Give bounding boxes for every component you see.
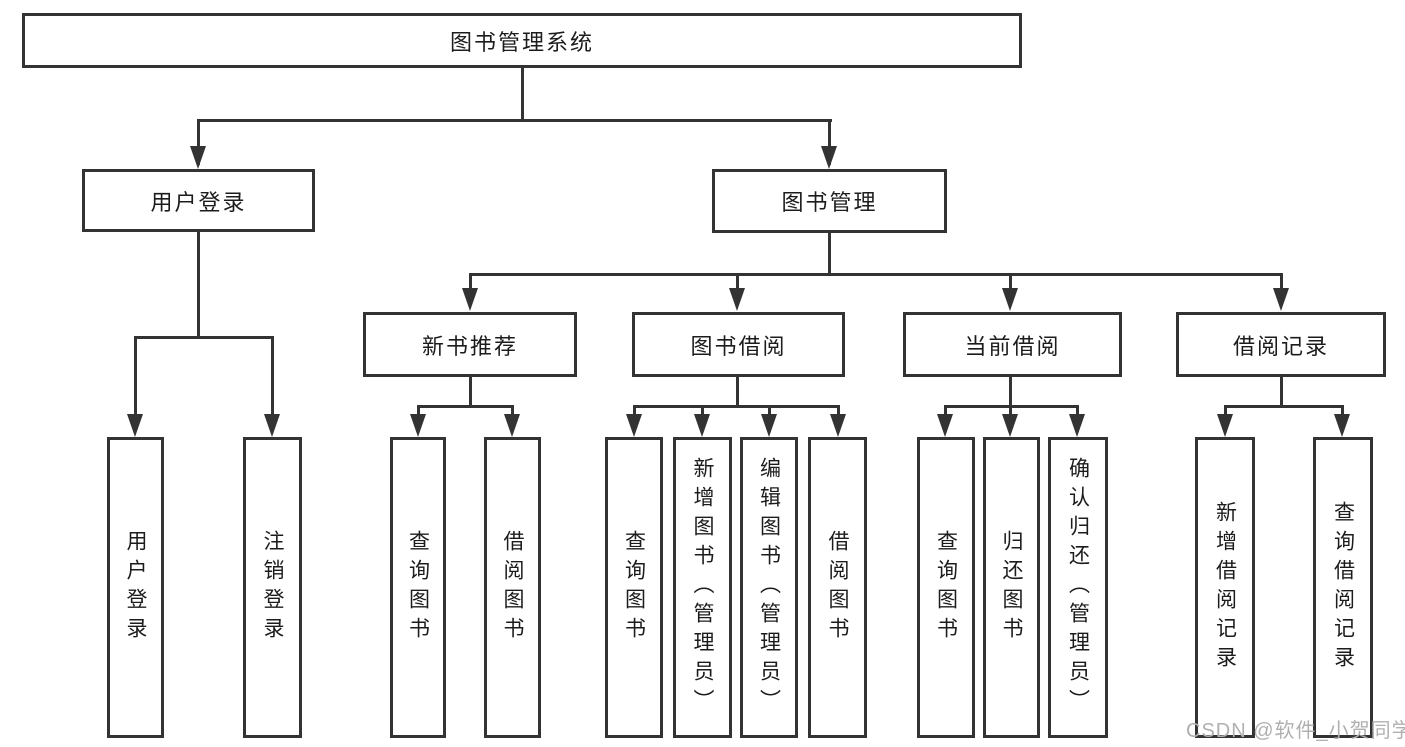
arrowhead-user-login [190, 146, 206, 169]
connector-book-mgmt-arm-3 [1009, 273, 1012, 295]
connector-book-borrow-arm-3 [768, 405, 771, 419]
connector-borrow-record-stem [1280, 377, 1283, 408]
node-new-book-recommend: 新书推荐 [363, 312, 577, 377]
leaf-bb-edit-books-admin: 编辑图书（管理员） [740, 437, 798, 738]
leaf-bb-add-books-admin: 新增图书（管理员） [673, 437, 732, 738]
node-book-management: 图书管理 [712, 169, 947, 233]
connector-user-login-arm-2 [271, 336, 274, 416]
leaf-label: 查询图书 [406, 529, 430, 646]
node-library-management-system: 图书管理系统 [22, 13, 1022, 68]
leaf-br-query-record: 查询借阅记录 [1313, 437, 1373, 738]
leaf-label: 归还图书 [1000, 529, 1023, 646]
leaf-bb-query-books: 查询图书 [605, 437, 663, 738]
arrowhead-leaf-user-login [127, 414, 143, 437]
connector-user-login-bus [134, 336, 274, 339]
connector-borrow-record-arm-1 [1224, 405, 1227, 419]
arrowhead-new-book [462, 288, 478, 311]
node-borrow-record: 借阅记录 [1176, 312, 1386, 377]
arrowhead-bb-borrow [830, 414, 846, 437]
leaf-nb-query-books: 查询图书 [390, 437, 446, 738]
leaf-bb-borrow-books: 借阅图书 [808, 437, 867, 738]
arrowhead-cb-confirm [1069, 414, 1085, 437]
connector-borrow-record-arm-2 [1341, 405, 1344, 419]
connector-book-mgmt-bus [469, 273, 1283, 276]
connector-current-borrow-arm-2 [1009, 405, 1012, 419]
csdn-watermark: CSDN @软件_小贺同学 [1186, 720, 1405, 742]
leaf-logout: 注销登录 [243, 437, 302, 738]
leaf-nb-borrow-books: 借阅图书 [484, 437, 541, 738]
connector-book-mgmt-arm-4 [1280, 273, 1283, 295]
leaf-label: 确认归还（管理员） [1066, 457, 1090, 718]
leaf-cb-confirm-return-admin: 确认归还（管理员） [1048, 437, 1108, 738]
arrowhead-nb-query [410, 414, 426, 437]
connector-new-book-bus [417, 405, 514, 408]
leaf-label: 注销登录 [261, 529, 284, 646]
arrowhead-cb-query [937, 414, 953, 437]
connector-root-bus [197, 119, 832, 122]
arrowhead-bb-add [694, 414, 710, 437]
arrowhead-cb-return [1002, 414, 1018, 437]
arrowhead-leaf-logout [264, 414, 280, 437]
connector-book-borrow-stem [736, 377, 739, 408]
connector-current-borrow-arm-3 [1076, 405, 1079, 419]
leaf-label: 编辑图书（管理员） [757, 457, 781, 718]
node-label: 图书管理 [781, 190, 878, 215]
arrowhead-book-borrow [729, 288, 745, 311]
leaf-label: 借阅图书 [501, 529, 524, 646]
leaf-cb-query-books: 查询图书 [917, 437, 975, 738]
connector-book-mgmt-arm-1 [469, 273, 472, 295]
arrowhead-br-add [1217, 414, 1233, 437]
connector-borrow-record-bus [1224, 405, 1344, 408]
leaf-label: 查询图书 [934, 529, 958, 646]
connector-book-borrow-arm-2 [701, 405, 704, 419]
connector-book-borrow-arm-1 [633, 405, 636, 419]
connector-book-borrow-arm-4 [837, 405, 840, 419]
leaf-user-login: 用户登录 [107, 437, 164, 738]
arrowhead-book-management [821, 146, 837, 169]
leaf-label: 新增图书（管理员） [691, 457, 714, 718]
arrowhead-current-borrow [1002, 288, 1018, 311]
arrowhead-nb-borrow [504, 414, 520, 437]
connector-book-mgmt-stem [828, 233, 831, 276]
connector-new-book-arm-2 [511, 405, 514, 419]
leaf-label: 借阅图书 [826, 529, 849, 646]
node-label: 用户登录 [150, 189, 247, 215]
node-label: 当前借阅 [964, 333, 1061, 359]
leaf-label: 用户登录 [124, 529, 147, 646]
connector-book-mgmt-arm-2 [736, 273, 739, 295]
connector-root-stem [521, 66, 524, 121]
leaf-cb-return-books: 归还图书 [983, 437, 1040, 738]
node-current-borrow: 当前借阅 [903, 312, 1122, 377]
leaf-label: 查询图书 [622, 529, 646, 646]
node-label: 图书借阅 [690, 333, 787, 359]
node-label: 新书推荐 [421, 333, 518, 359]
node-label: 图书管理系统 [449, 29, 594, 55]
arrowhead-br-query [1334, 414, 1350, 437]
node-user-login: 用户登录 [82, 169, 315, 232]
leaf-br-add-record: 新增借阅记录 [1195, 437, 1255, 738]
arrowhead-borrow-record [1273, 288, 1289, 311]
node-book-borrow: 图书借阅 [632, 312, 845, 377]
connector-root-arm-left [197, 119, 200, 165]
connector-book-borrow-bus [633, 405, 839, 408]
node-label: 借阅记录 [1232, 333, 1329, 359]
arrowhead-bb-query [626, 414, 642, 437]
leaf-label: 新增借阅记录 [1213, 500, 1237, 675]
leaf-label: 查询借阅记录 [1331, 500, 1355, 675]
arrowhead-bb-edit [761, 414, 777, 437]
connector-new-book-stem [469, 377, 472, 408]
connector-new-book-arm-1 [417, 405, 420, 419]
connector-current-borrow-arm-1 [944, 405, 947, 419]
connector-current-borrow-stem [1009, 377, 1012, 408]
connector-user-login-stem [197, 232, 200, 339]
connector-root-arm-right [828, 119, 831, 165]
connector-user-login-arm-1 [134, 336, 137, 416]
